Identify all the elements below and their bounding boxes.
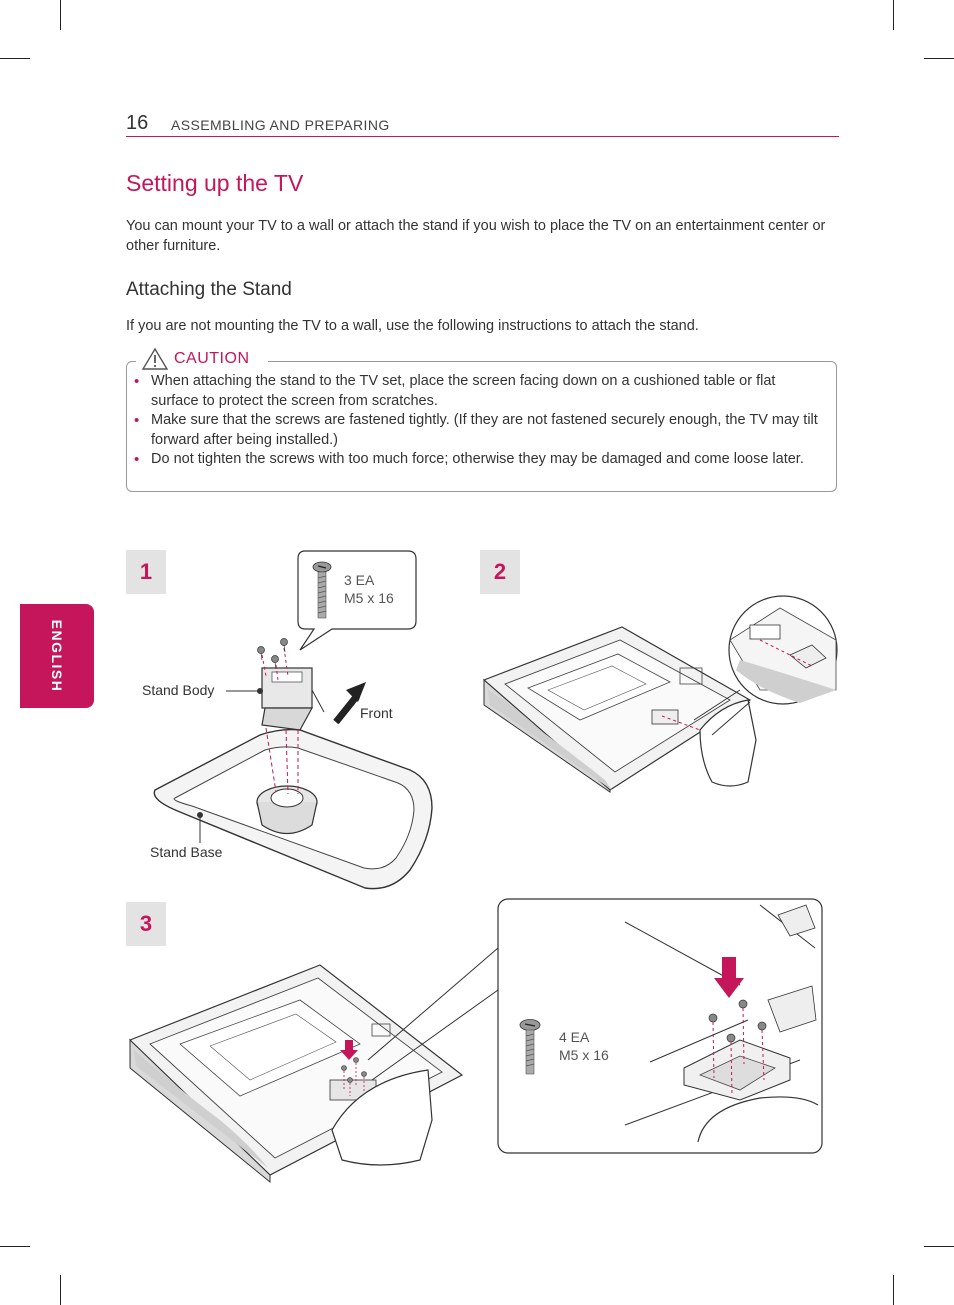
screw-icon [519, 1019, 541, 1075]
step-1-badge: 1 [126, 550, 166, 594]
caution-header: CAUTION [136, 347, 268, 370]
header-rule [126, 136, 839, 137]
caution-list: When attaching the stand to the TV set, … [134, 372, 824, 470]
page-title: Setting up the TV [126, 170, 304, 196]
caution-item: Do not tighten the screws with too much … [134, 450, 824, 470]
page-number: 16 [126, 112, 149, 134]
section-header: ASSEMBLING AND PREPARING [171, 117, 390, 133]
screw-icon [312, 561, 332, 619]
warning-icon [141, 347, 169, 370]
step-1-screw-size: M5 x 16 [344, 590, 394, 606]
stand-base-label: Stand Base [150, 844, 223, 860]
language-tab: ENGLISH [20, 604, 94, 708]
step-2-badge: 2 [480, 550, 520, 594]
stand-body-label: Stand Body [142, 682, 215, 698]
caution-box [126, 361, 837, 492]
subsection-title: Attaching the Stand [126, 279, 292, 300]
step-3-screw-qty: 4 EA [559, 1029, 590, 1045]
intro-paragraph: You can mount your TV to a wall or attac… [126, 218, 826, 254]
front-label: Front [360, 705, 393, 721]
caution-label: CAUTION [174, 350, 250, 367]
step-1-screw-qty: 3 EA [344, 572, 375, 588]
step-3-screw-size: M5 x 16 [559, 1047, 609, 1063]
caution-item: When attaching the stand to the TV set, … [134, 372, 824, 411]
subsection-intro: If you are not mounting the TV to a wall… [126, 318, 699, 334]
caution-item: Make sure that the screws are fastened t… [134, 411, 824, 450]
step-3-badge: 3 [126, 902, 166, 946]
